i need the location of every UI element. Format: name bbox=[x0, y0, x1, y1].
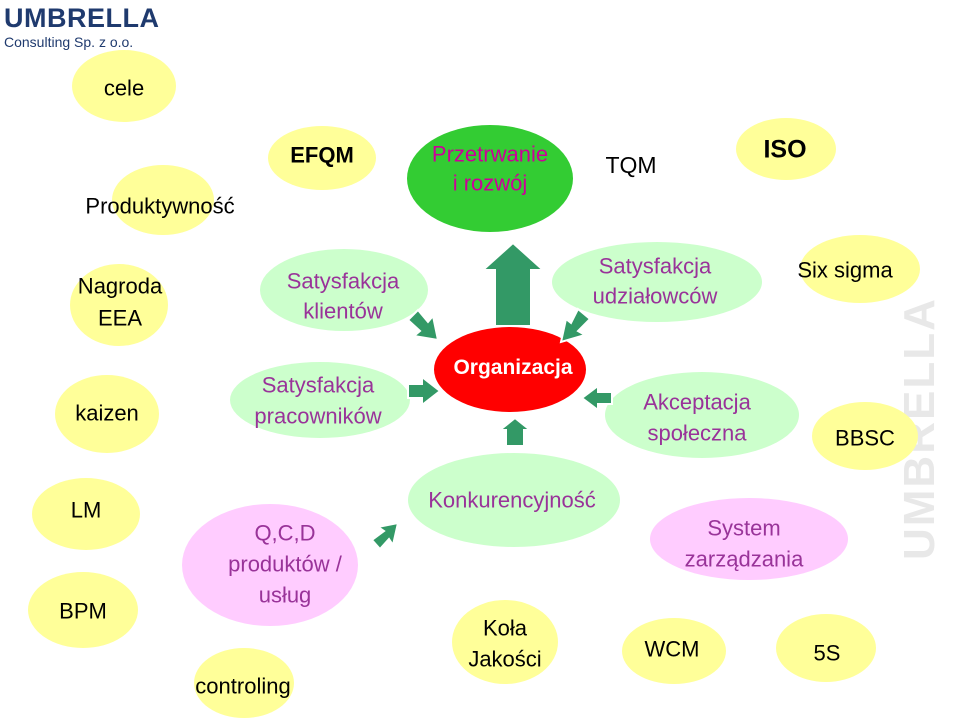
pracownicy-label-1: Satysfakcja bbox=[261, 372, 375, 398]
six-sigma-label: Six sigma bbox=[797, 257, 893, 283]
klienci-label-1: Satysfakcja bbox=[286, 268, 400, 294]
arrow-from-udzialowcow bbox=[559, 307, 592, 344]
company-logo: UMBRELLA Consulting Sp. z o.o. bbox=[4, 4, 159, 50]
5s-label: 5S bbox=[813, 640, 841, 666]
kola-label-1: Koła bbox=[482, 615, 528, 641]
nagroda-label-2: EEA bbox=[97, 305, 143, 331]
qcd-label-3: usług bbox=[258, 582, 312, 608]
przetrwanie-label-1: Przetrwanie bbox=[431, 141, 549, 167]
5s-ellipse bbox=[776, 614, 876, 682]
qcd-ellipse bbox=[182, 504, 358, 626]
arrow-up-to-przetrwanie bbox=[480, 241, 546, 327]
cele-label: cele bbox=[103, 75, 145, 101]
wcm-ellipse bbox=[622, 618, 726, 684]
arrow-from-klientow bbox=[406, 308, 440, 342]
pracownicy-label-2: pracowników bbox=[254, 403, 382, 429]
udzialowcy-ellipse bbox=[552, 242, 762, 322]
klienci-ellipse bbox=[260, 249, 428, 331]
produktywnosc-label: Produktywność bbox=[85, 193, 235, 219]
kola-ellipse bbox=[452, 600, 558, 684]
nagroda-label-1: Nagroda bbox=[77, 273, 163, 299]
iso-ellipse bbox=[736, 118, 836, 180]
akceptacja-label-1: Akceptacja bbox=[643, 389, 751, 415]
przetrwanie-ellipse bbox=[407, 125, 573, 232]
arrow-from-qcd bbox=[370, 521, 400, 551]
system-label-1: System bbox=[707, 515, 781, 541]
controling-ellipse bbox=[194, 648, 294, 718]
wcm-label: WCM bbox=[644, 636, 700, 662]
lm-ellipse bbox=[32, 478, 140, 550]
bbsc-label: BBSC bbox=[835, 425, 895, 451]
controling-label: controling bbox=[195, 673, 291, 699]
system-ellipse bbox=[650, 498, 848, 580]
tqm-label: TQM bbox=[605, 151, 657, 178]
qcd-label-1: Q,C,D bbox=[254, 520, 316, 546]
cele-ellipse bbox=[72, 50, 176, 122]
iso-label: ISO bbox=[763, 135, 807, 164]
logo-name: UMBRELLA bbox=[4, 3, 160, 33]
udzialowcy-label-2: udziałowców bbox=[592, 283, 718, 309]
bpm-ellipse bbox=[28, 572, 138, 648]
logo-subtitle: Consulting Sp. z o.o. bbox=[4, 34, 134, 50]
bpm-label: BPM bbox=[59, 598, 107, 624]
kaizen-label: kaizen bbox=[75, 400, 139, 426]
konkurencyjnosc-ellipse bbox=[408, 453, 620, 547]
lm-label: LM bbox=[70, 497, 102, 523]
arrow-from-akceptacja bbox=[580, 384, 613, 412]
kola-label-2: Jakości bbox=[468, 646, 542, 672]
system-label-2: zarządzania bbox=[684, 546, 804, 572]
efqm-ellipse bbox=[268, 126, 376, 190]
qcd-label-2: produktów / bbox=[228, 551, 342, 577]
konkurencyjnosc-label: Konkurencyjność bbox=[428, 487, 596, 513]
pracownicy-ellipse bbox=[230, 362, 410, 438]
klienci-label-2: klientów bbox=[303, 298, 383, 324]
przetrwanie-label-2: i rozwój bbox=[452, 170, 528, 196]
six-sigma-ellipse bbox=[800, 235, 920, 303]
udzialowcy-label-1: Satysfakcja bbox=[598, 253, 712, 279]
kaizen-ellipse bbox=[55, 375, 159, 453]
akceptacja-label-2: społeczna bbox=[647, 420, 747, 446]
nagroda-ellipse bbox=[70, 264, 168, 346]
produktywnosc-ellipse bbox=[112, 165, 214, 235]
organizacja-label: Organizacja bbox=[453, 355, 573, 379]
akceptacja-ellipse bbox=[605, 372, 799, 458]
efqm-label: EFQM bbox=[290, 142, 354, 168]
arrow-up-from-konkurencyjnosc bbox=[497, 416, 533, 447]
arrow-from-pracownikow bbox=[407, 374, 442, 408]
bbsc-ellipse bbox=[812, 402, 918, 470]
